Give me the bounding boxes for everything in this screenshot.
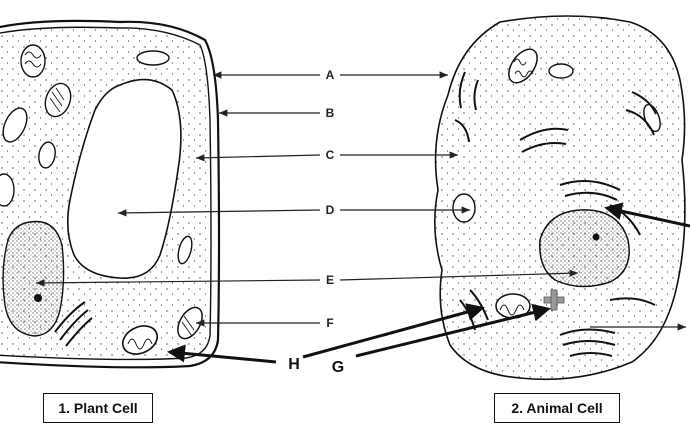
plant-cell [0, 19, 221, 369]
plant-chloroplast [20, 44, 46, 78]
plant-nucleus [2, 220, 65, 337]
plant-organelle [136, 50, 170, 66]
plant-chloroplast [0, 173, 15, 207]
label-a: A [326, 68, 335, 82]
label-f: F [326, 316, 333, 330]
label-g: G [332, 359, 344, 376]
animal-cell-caption-text: 2. Animal Cell [511, 400, 603, 416]
animal-cell-membrane [434, 15, 686, 381]
label-b: B [326, 106, 335, 120]
plant-cell-caption-text: 1. Plant Cell [58, 400, 138, 416]
animal-cell-caption: 2. Animal Cell [494, 393, 620, 423]
plant-nucleolus [34, 294, 42, 302]
plant-organelle [177, 235, 193, 265]
plant-organelle [38, 141, 56, 169]
label-d: D [326, 203, 335, 217]
animal-vacuole [452, 193, 476, 223]
bold-arrows [167, 202, 690, 364]
label-h: H [288, 356, 300, 373]
label-c: C [326, 148, 335, 162]
animal-nucleolus [592, 233, 600, 241]
animal-nucleus [539, 209, 630, 288]
label-e: E [326, 273, 334, 287]
animal-centriole [543, 289, 565, 311]
plant-mitochondrion [121, 325, 159, 355]
plant-cell-caption: 1. Plant Cell [43, 393, 153, 423]
plant-organelle [2, 107, 28, 143]
plant-chloroplast-f [177, 306, 203, 340]
animal-organelle [548, 63, 574, 79]
plant-vacuole [66, 78, 182, 279]
plant-cell-wall [0, 19, 221, 369]
label-lines [35, 71, 686, 331]
animal-cell [434, 15, 686, 381]
